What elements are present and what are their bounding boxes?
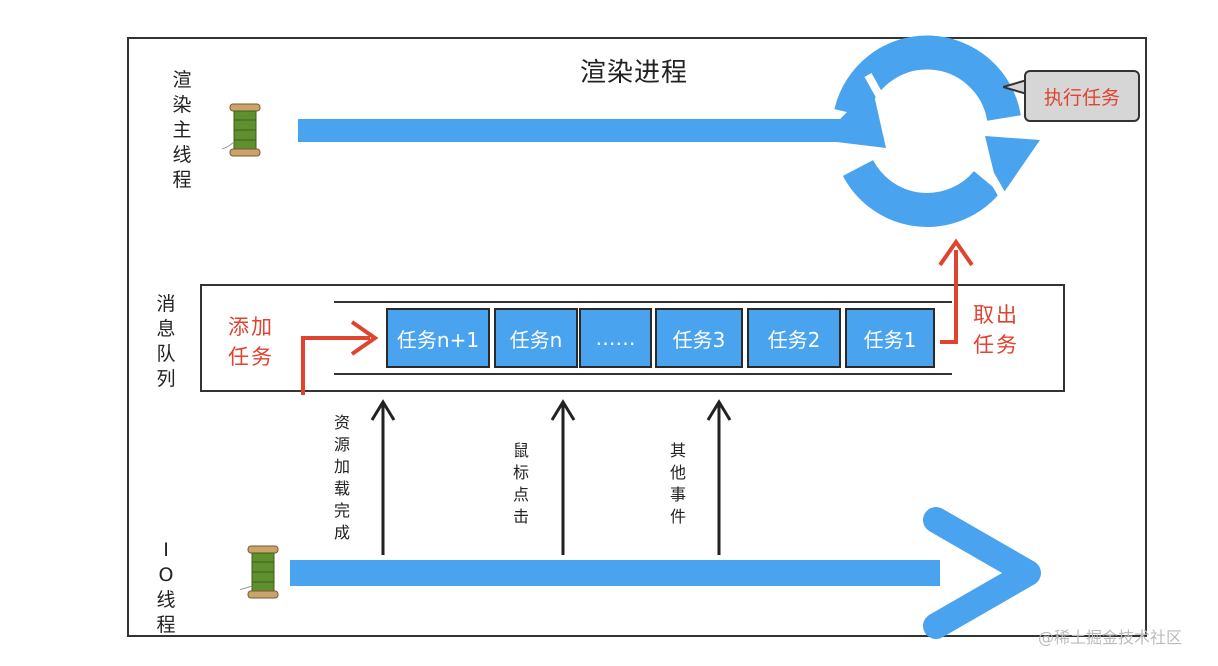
execute-task-callout: 执行任务 bbox=[1024, 70, 1140, 122]
take-task-arrow bbox=[940, 250, 958, 344]
event-char: 源 bbox=[333, 435, 350, 454]
message-queue-label: 消 息 队 列 bbox=[152, 292, 180, 392]
event-char: 标 bbox=[512, 463, 529, 482]
main-thread-label: 渲 染 主 线 程 bbox=[168, 68, 196, 193]
queue-char: 列 bbox=[156, 368, 176, 390]
event-char: 事 bbox=[669, 485, 686, 504]
take-task-line: 任务 bbox=[973, 333, 1019, 357]
main-thread-char: 线 bbox=[172, 144, 192, 166]
task-n-plus-1: 任务n+1 bbox=[386, 308, 490, 368]
main-thread-char: 渲 bbox=[172, 69, 192, 91]
main-thread-bar bbox=[298, 119, 858, 142]
render-process-frame bbox=[127, 37, 1147, 637]
message-queue-box bbox=[200, 284, 1065, 392]
event-char: 资 bbox=[333, 413, 350, 432]
callout-tail bbox=[1003, 78, 1027, 96]
event-char: 他 bbox=[669, 463, 686, 482]
event-other-label: 其 他 事 件 bbox=[667, 440, 689, 528]
add-task-line: 任务 bbox=[228, 345, 274, 369]
task-2: 任务2 bbox=[747, 308, 841, 368]
task-3: 任务3 bbox=[655, 308, 743, 368]
event-char: 击 bbox=[512, 507, 529, 526]
io-thread-bar bbox=[290, 560, 940, 586]
queue-char: 队 bbox=[156, 343, 176, 365]
io-thread-char: I bbox=[163, 539, 169, 561]
diagram-title: 渲染进程 bbox=[580, 58, 689, 88]
take-task-label: 取出 任务 bbox=[973, 300, 1033, 360]
event-char: 完 bbox=[333, 501, 350, 520]
queue-char: 息 bbox=[156, 318, 176, 340]
event-char: 其 bbox=[669, 441, 686, 460]
event-char: 成 bbox=[333, 523, 350, 542]
event-char: 点 bbox=[512, 485, 529, 504]
main-thread-spool-icon bbox=[222, 103, 261, 157]
io-arrow-head bbox=[923, 507, 1041, 639]
io-thread-char: O bbox=[158, 564, 174, 586]
io-thread-char: 线 bbox=[156, 589, 176, 611]
watermark: @稀土掘金技术社区 bbox=[1038, 628, 1183, 647]
main-thread-char: 染 bbox=[172, 94, 192, 116]
main-thread-char: 主 bbox=[172, 119, 192, 141]
task-1: 任务1 bbox=[845, 308, 935, 368]
queue-rail-bottom bbox=[334, 373, 952, 375]
event-char: 鼠 bbox=[512, 441, 529, 460]
main-thread-char: 程 bbox=[172, 169, 192, 191]
event-char: 加 bbox=[333, 457, 350, 476]
add-task-line: 添加 bbox=[228, 315, 274, 339]
event-mouse-click-label: 鼠 标 点 击 bbox=[510, 440, 532, 528]
add-task-label: 添加 任务 bbox=[228, 312, 288, 372]
queue-char: 消 bbox=[156, 293, 176, 315]
take-task-line: 取出 bbox=[973, 303, 1019, 327]
io-thread-label: I O 线 程 bbox=[152, 538, 180, 638]
event-resource-loaded-label: 资 源 加 载 完 成 bbox=[331, 412, 353, 544]
event-loop-icon bbox=[820, 35, 1040, 227]
queue-rail-top bbox=[334, 301, 952, 303]
event-char: 件 bbox=[669, 507, 686, 526]
event-arrows bbox=[370, 399, 732, 555]
io-thread-char: 程 bbox=[156, 614, 176, 636]
task-ellipsis: …… bbox=[579, 308, 652, 368]
add-task-arrow bbox=[301, 336, 370, 395]
io-thread-spool-icon bbox=[240, 545, 279, 599]
event-char: 载 bbox=[333, 479, 350, 498]
task-n: 任务n bbox=[494, 308, 578, 368]
